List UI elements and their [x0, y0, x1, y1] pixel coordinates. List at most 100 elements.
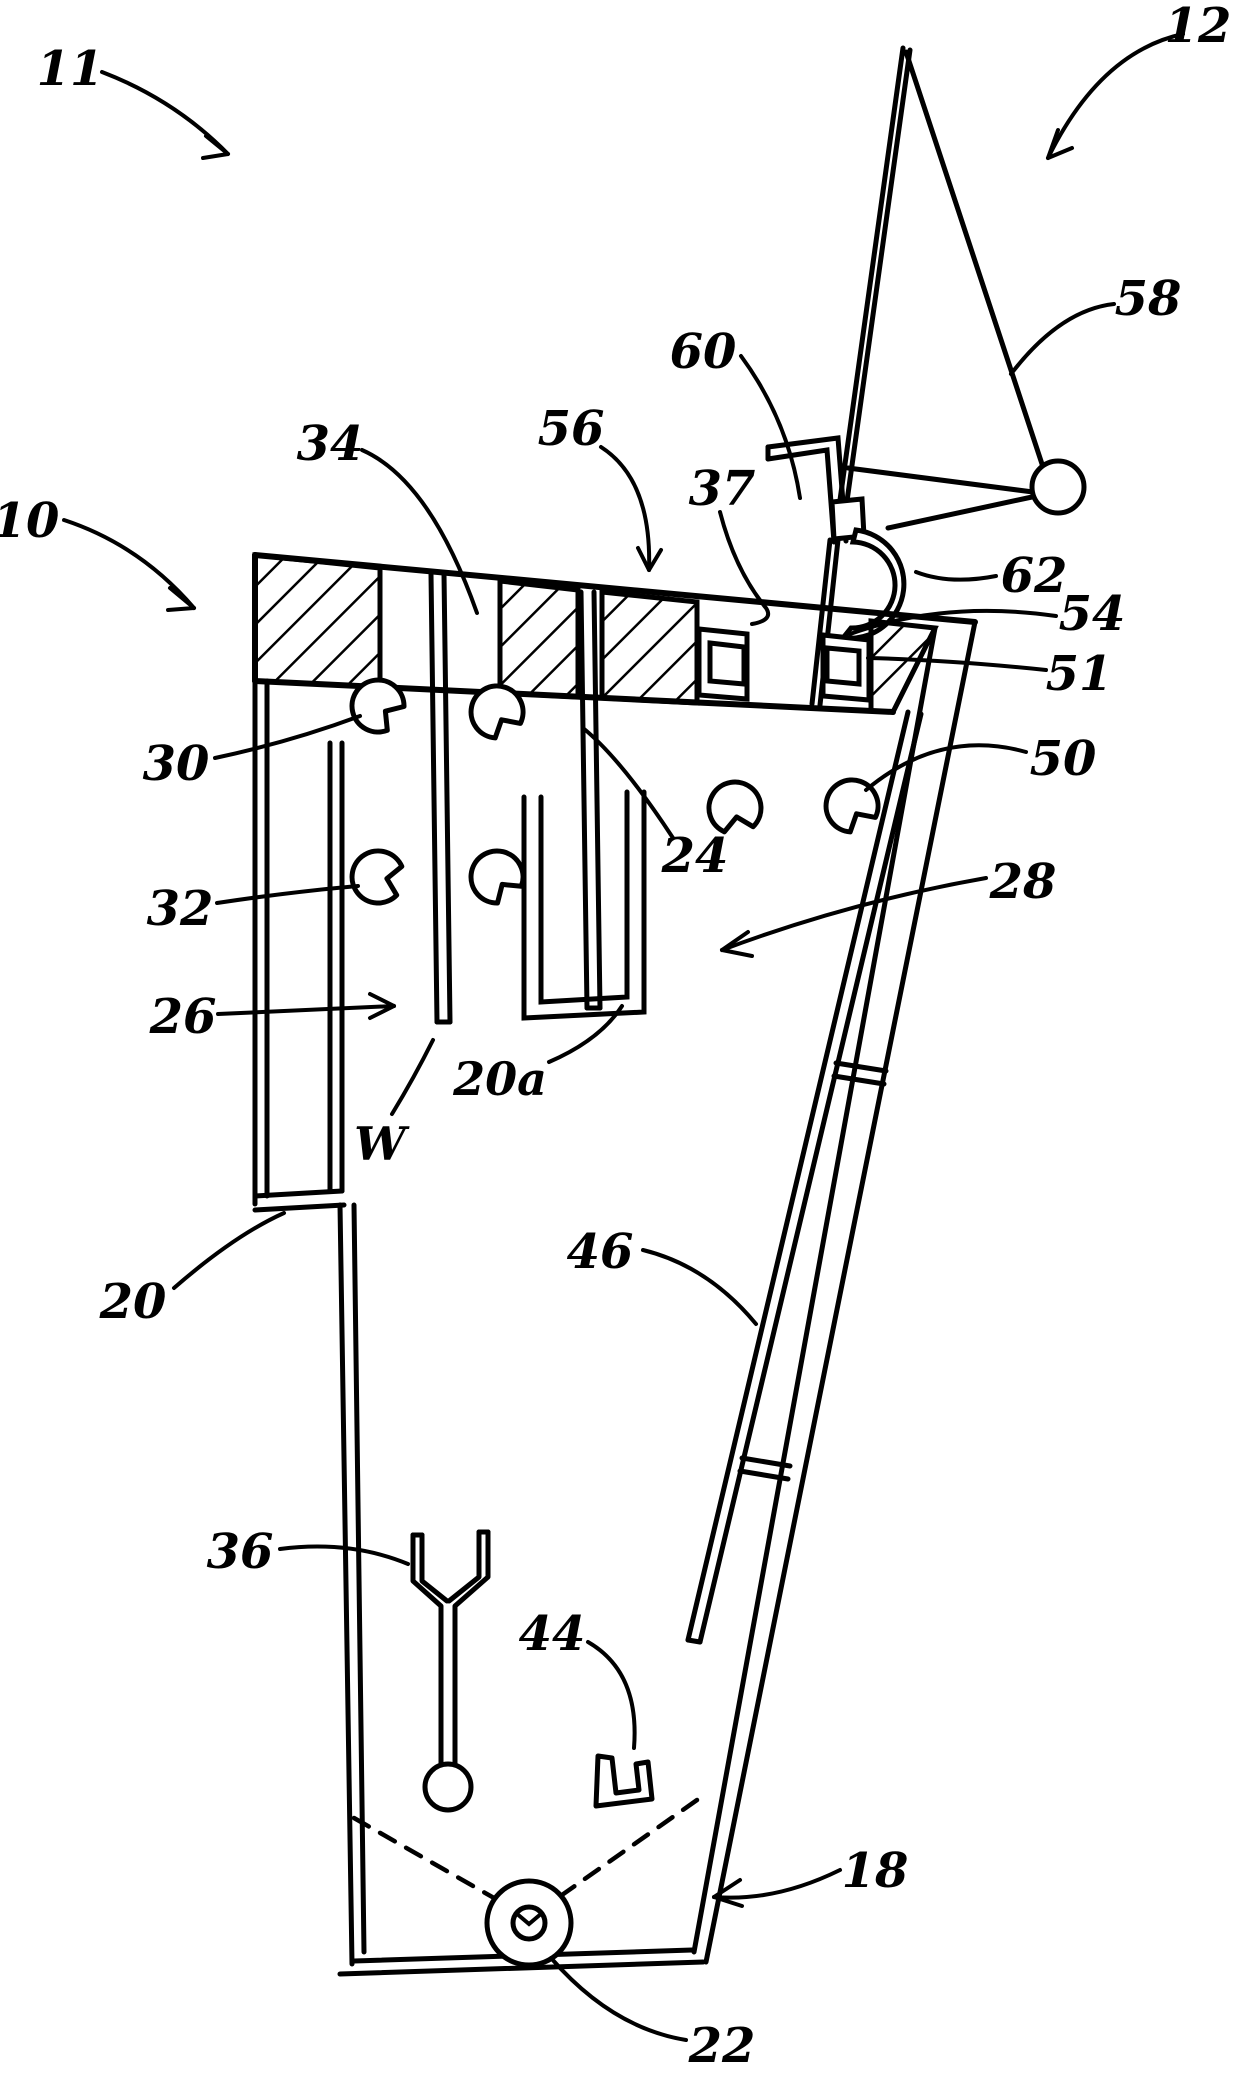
rod-w-left — [428, 571, 440, 1025]
flange-top-edge — [252, 552, 978, 625]
leader-32 — [215, 884, 360, 905]
floor-outer — [337, 1959, 706, 1977]
label-24: 24 — [661, 828, 729, 884]
flange-hatch-block-a — [252, 552, 383, 690]
leader-37 — [718, 510, 771, 626]
divot-tool-left-inner — [419, 1532, 450, 1604]
tube-46-left — [685, 709, 911, 1643]
funnel-dashed-right — [549, 1797, 700, 1905]
leader-w — [390, 1038, 435, 1116]
leader-20a — [547, 1004, 624, 1064]
label-30: 30 — [143, 736, 210, 792]
tube-rung-2-bottom — [737, 1468, 791, 1482]
label-44: 44 — [519, 1606, 586, 1662]
rod-24-left — [578, 589, 590, 1011]
divot-tool-right-outer — [452, 1529, 491, 1767]
flag-edge-right — [903, 49, 1045, 467]
leader-54 — [848, 608, 1058, 636]
arrowhead-10 — [166, 586, 196, 612]
leaders — [62, 32, 1185, 2042]
label-46: 46 — [567, 1224, 634, 1280]
tube-46-right — [697, 711, 924, 1645]
tube-rung-2-top — [739, 1455, 793, 1469]
right-wall-inner — [691, 625, 938, 1955]
ball-clip-1 — [349, 677, 407, 735]
label-34: 34 — [297, 416, 364, 472]
leader-18 — [712, 1868, 842, 1900]
pocket-bottom-cap-bottom — [252, 1202, 347, 1213]
leader-34 — [360, 448, 479, 615]
arrowhead-18 — [712, 1878, 744, 1908]
pocket-bottom-cap-top — [252, 1188, 345, 1199]
flag-ball — [1029, 458, 1087, 516]
tools — [410, 1529, 655, 1813]
pivot-notch — [514, 1911, 544, 1927]
leader-51 — [866, 656, 1048, 672]
flag-assembly — [765, 45, 1087, 708]
label-51: 51 — [1046, 646, 1113, 702]
flange-hatch-block-b2 — [599, 589, 700, 706]
latch-block-right-inner — [824, 645, 862, 687]
hook-to-ball-cord — [885, 494, 1035, 531]
label-18: 18 — [842, 1843, 909, 1899]
leader-58 — [1009, 302, 1116, 376]
leader-36 — [278, 1544, 410, 1566]
tube-rung-1-bottom — [831, 1073, 887, 1087]
rod-24-right — [591, 589, 603, 1011]
leader-26 — [216, 1004, 396, 1016]
divot-tool-left-outer — [410, 1532, 444, 1767]
top-flange — [252, 552, 978, 715]
label-60: 60 — [670, 324, 737, 380]
lower-left-wall-inner — [351, 1202, 367, 1955]
leader-50 — [864, 743, 1028, 792]
tube-46-end-cap — [685, 1637, 703, 1645]
label-20a: 20a — [452, 1052, 547, 1106]
flag-pole-line-inner — [844, 47, 913, 504]
leader-56 — [599, 445, 652, 572]
ball-clip-2 — [468, 683, 526, 741]
leader-24 — [581, 726, 675, 840]
lower-left-wall-outer — [337, 1202, 355, 1967]
u-tube-outer — [521, 789, 647, 1021]
leader-10 — [62, 518, 196, 610]
label-22: 22 — [688, 2018, 756, 2074]
arrowhead-26 — [368, 992, 396, 1020]
label-36: 36 — [207, 1524, 274, 1580]
clip-44 — [593, 1753, 655, 1809]
label-37: 37 — [689, 461, 756, 517]
arrowhead-11 — [201, 134, 230, 160]
label-32: 32 — [147, 881, 214, 937]
label-28: 28 — [989, 854, 1057, 910]
leader-28 — [720, 876, 988, 952]
divot-tool-right-inner — [446, 1529, 482, 1604]
tube-rung-1-top — [833, 1060, 889, 1074]
leader-46 — [641, 1248, 758, 1326]
latch-block-left-inner — [707, 640, 747, 687]
arrowhead-12 — [1046, 128, 1074, 160]
arrowhead-28 — [720, 930, 754, 958]
ball-clips — [349, 677, 881, 906]
label-62: 62 — [1001, 548, 1068, 604]
label-56: 56 — [538, 401, 605, 457]
leader-60 — [739, 354, 802, 500]
label-12: 12 — [1165, 0, 1232, 54]
flag-pole-line-outer — [837, 45, 906, 503]
label-20: 20 — [99, 1274, 167, 1330]
ball-clip-6 — [823, 777, 881, 835]
right-wall-outer — [703, 619, 978, 1965]
ball-clip-3 — [349, 848, 405, 906]
ball-clip-4 — [468, 848, 526, 906]
pole-pin-left — [809, 537, 833, 707]
divot-tool-ball — [422, 1761, 474, 1813]
flag-edge-bottom — [845, 465, 1036, 495]
label-26: 26 — [149, 989, 217, 1045]
label-54: 54 — [1059, 586, 1126, 642]
rod-w-right — [441, 571, 453, 1025]
leader-22 — [549, 1956, 688, 2042]
flange-hatch-block-b1 — [497, 578, 581, 700]
leader-44 — [586, 1640, 637, 1750]
